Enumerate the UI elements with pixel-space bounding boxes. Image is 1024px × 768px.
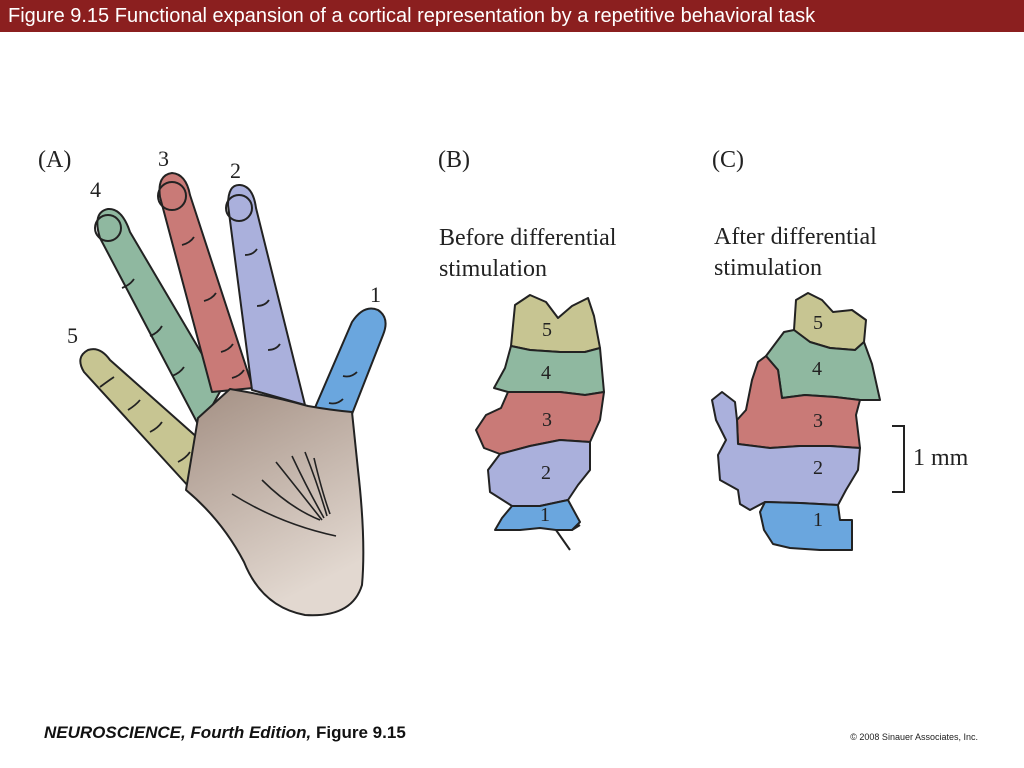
finger-4 xyxy=(96,207,223,429)
book-title: NEUROSCIENCE, xyxy=(44,723,186,742)
hand-digit-label-2: 2 xyxy=(230,158,241,183)
figure-title: Figure 9.15 Functional expansion of a co… xyxy=(8,5,816,27)
copyright-notice: © 2008 Sinauer Associates, Inc. xyxy=(850,732,978,742)
palm xyxy=(185,388,365,617)
panel-c-caption-line2: stimulation xyxy=(714,255,822,281)
finger-1 xyxy=(313,307,387,415)
hand-diagram xyxy=(79,172,387,617)
finger-creases xyxy=(99,236,358,463)
panel-a-label: (A) xyxy=(38,147,71,173)
panel-c-label: (C) xyxy=(712,147,744,173)
region-before-5 xyxy=(510,294,601,353)
after-label-3: 3 xyxy=(813,410,823,432)
hand-digit-label-1: 1 xyxy=(370,282,381,307)
before-label-4: 4 xyxy=(541,362,551,384)
panel-b-label: (B) xyxy=(438,147,470,173)
book-citation: NEUROSCIENCE, Fourth Edition, Figure 9.1… xyxy=(44,723,406,743)
before-label-1: 1 xyxy=(540,504,550,526)
before-label-5: 5 xyxy=(542,319,552,341)
panel-b-caption-line2: stimulation xyxy=(439,256,547,282)
title-bar: Figure 9.15 Functional expansion of a co… xyxy=(0,0,1024,32)
scale-bar xyxy=(892,425,905,493)
hand-digit-label-5: 5 xyxy=(67,323,78,348)
region-after-1 xyxy=(759,501,853,551)
after-label-2: 2 xyxy=(813,457,823,479)
after-label-1: 1 xyxy=(813,509,823,531)
before-label-3: 3 xyxy=(542,409,552,431)
fingertip-2 xyxy=(225,194,253,222)
scale-bar-label: 1 mm xyxy=(913,445,969,471)
region-after-2 xyxy=(711,391,861,511)
palm-lines xyxy=(231,451,337,537)
cortical-map-before xyxy=(475,294,605,551)
hand-digit-label-4: 4 xyxy=(90,177,101,202)
region-before-2 xyxy=(487,439,591,507)
panel-c-caption-line1: After differential xyxy=(714,224,877,250)
fingertip-3 xyxy=(157,181,187,211)
finger-5 xyxy=(79,348,209,489)
book-figure-ref: Figure 9.15 xyxy=(316,723,406,742)
after-label-5: 5 xyxy=(813,312,823,334)
fingertip-4 xyxy=(94,214,122,242)
book-edition: Fourth Edition, xyxy=(190,723,312,742)
finger-2 xyxy=(227,183,306,406)
cortical-map-after xyxy=(711,292,881,551)
before-map-tail xyxy=(555,524,581,551)
panel-b-caption-line1: Before differential xyxy=(439,225,617,251)
before-label-2: 2 xyxy=(541,462,551,484)
after-label-4: 4 xyxy=(812,358,822,380)
hand-digit-label-3: 3 xyxy=(158,146,169,171)
